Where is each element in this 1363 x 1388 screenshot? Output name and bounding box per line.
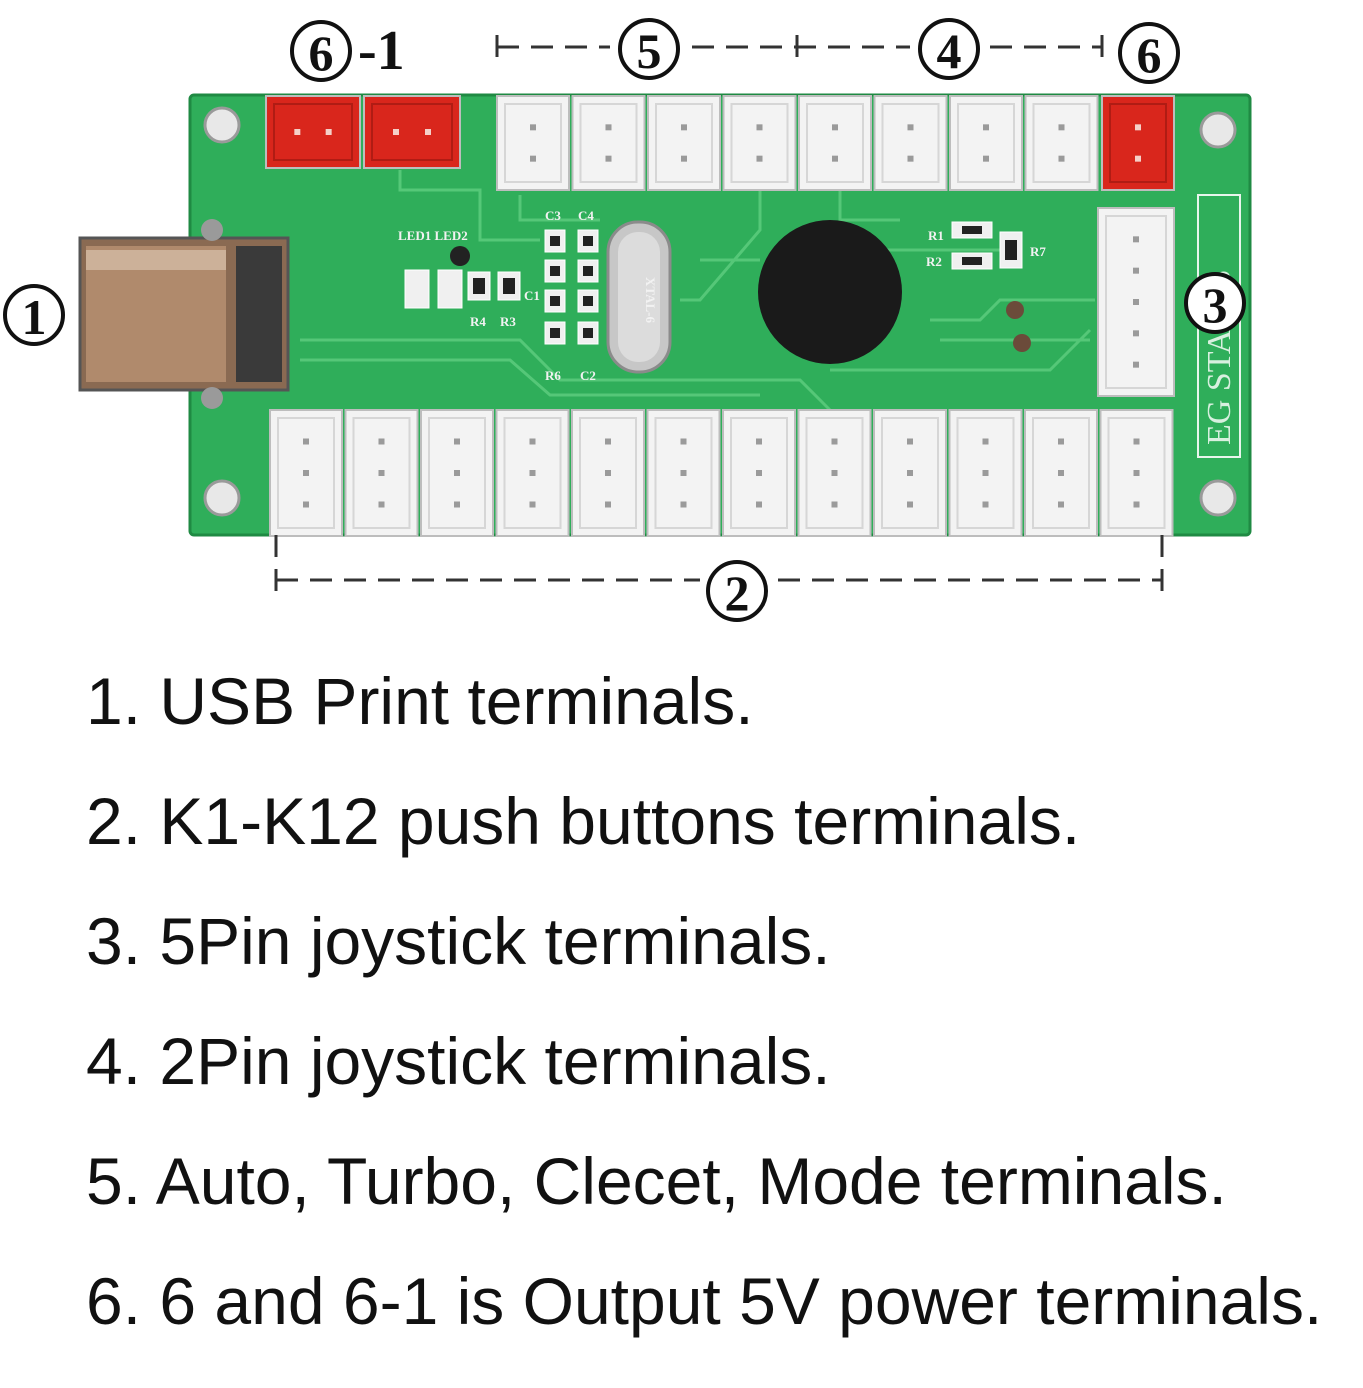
button-connector-k9 [873,409,947,537]
terminal-description-list: 1. USB Print terminals. 2. K1-K12 push b… [86,668,1356,1388]
joystick-5pin-connector [1097,207,1175,397]
callout-2: 2 [706,560,768,622]
button-connector-k1 [269,409,343,537]
callout-1: 1 [3,284,65,346]
controller-chip [758,220,902,364]
usb-connector [78,219,290,409]
top-connector-7 [949,95,1023,191]
silk-c2: C2 [580,368,596,383]
smd-dark-parts [450,226,1031,352]
button-connector-k8 [797,409,872,537]
top-connector-5 [798,95,872,191]
silk-led-labels: LED1 LED2 [398,228,468,243]
silk-r6: R6 [545,368,561,383]
callout-brackets [274,35,1164,592]
list-item-functions: 5. Auto, Turbo, Clecet, Mode terminals. [86,1144,1227,1218]
board-diagram: XTAL-6 LED1 LED2 R4 R3 [0,0,1363,640]
top-connector-4 [722,95,797,191]
top-connector-6 [873,95,948,191]
button-connectors-k1-k12 [269,409,1174,537]
silk-r2: R2 [926,254,942,269]
crystal: XTAL-6 [606,220,672,374]
button-connector-k6 [646,409,721,537]
callout-4: 4 [918,18,980,80]
button-connector-k5 [571,409,645,537]
pcb-traces [300,170,1095,412]
mounting-holes [203,106,1237,517]
power-connectors-6-1 [265,95,461,169]
list-item-5pin: 3. 5Pin joystick terminals. [86,904,831,978]
silk-r1: R1 [928,228,944,243]
power-connector-6-1-b [363,95,461,169]
bracket-5-4 [495,35,1104,60]
list-item-buttons: 2. K1-K12 push buttons terminals. [86,784,1081,858]
button-connector-k3 [420,409,494,537]
callout-6-1: 6-1 [290,20,405,82]
button-connector-k11 [1024,409,1098,537]
list-item-2pin: 4. 2Pin joystick terminals. [86,1024,831,1098]
power-connector-6 [1101,95,1175,191]
callout-6: 6 [1118,22,1180,84]
silk-c3: C3 [545,208,561,223]
button-connector-k12 [1099,409,1174,537]
list-item-power: 6. 6 and 6-1 is Output 5V power terminal… [86,1264,1323,1338]
silk-r4: R4 [470,314,486,329]
button-connector-k7 [722,409,796,537]
top-connector-2 [571,95,646,191]
power-connector-6-b [1101,95,1175,191]
top-connector-3 [647,95,721,191]
power-connector-6-1-a [265,95,361,169]
silk-c4: C4 [578,208,594,223]
joystick-5pin-housing [1097,207,1175,397]
top-connector-8 [1024,95,1099,191]
callout-5: 5 [618,18,680,80]
silk-c1: C1 [524,288,540,303]
bracket-2 [274,535,1164,592]
list-item-usb: 1. USB Print terminals. [86,664,754,738]
top-connector-1 [496,95,570,191]
callout-3: 3 [1184,272,1246,334]
silk-r3: R3 [500,314,516,329]
button-connector-k10 [948,409,1023,537]
silk-r7: R7 [1030,244,1046,259]
function-connectors-top [496,95,1099,191]
crystal-label: XTAL-6 [643,277,658,323]
pcb-illustration: XTAL-6 LED1 LED2 R4 R3 [78,35,1252,592]
button-connector-k4 [495,409,570,537]
button-connector-k2 [344,409,419,537]
